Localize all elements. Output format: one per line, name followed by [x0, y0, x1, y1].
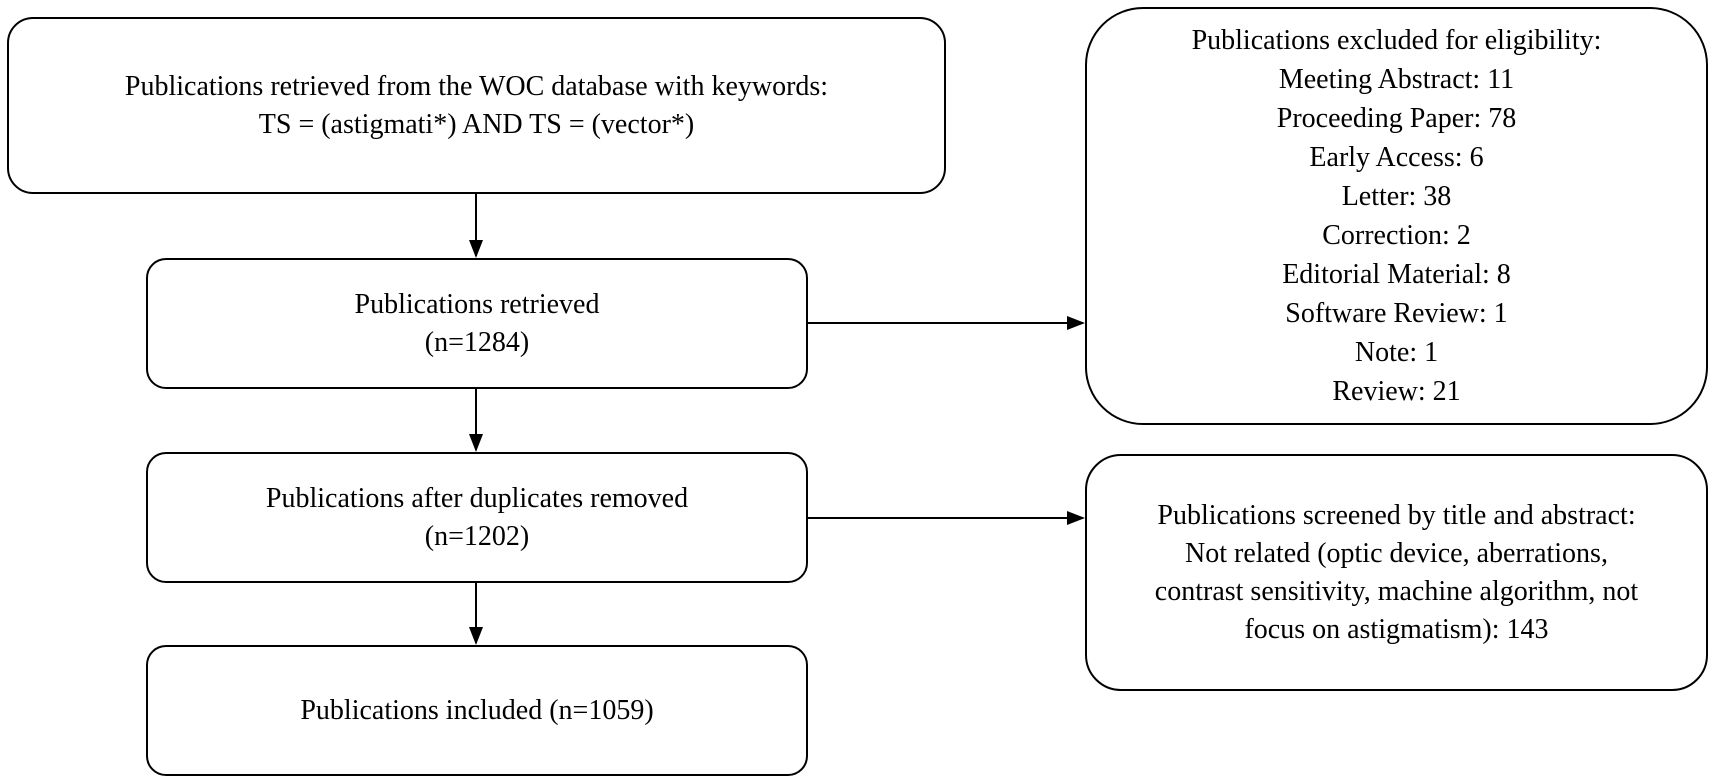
- excluded-box: Publications excluded for eligibility: M…: [1085, 7, 1708, 425]
- retrieved-box: Publications retrieved (n=1284): [146, 258, 808, 389]
- screened-box: Publications screened by title and abstr…: [1085, 454, 1708, 691]
- included-label: Publications included (n=1059): [300, 694, 654, 726]
- screened-line-2: Not related (optic device, aberrations,: [1185, 537, 1608, 569]
- excluded-item: Note: 1: [1354, 337, 1439, 368]
- query-line-1: Publications retrieved from the WOC data…: [124, 70, 829, 102]
- excluded-title: Publications excluded for eligibility:: [1191, 25, 1602, 56]
- excluded-item: Early Access: 6: [1309, 142, 1484, 173]
- retrieved-label: Publications retrieved: [354, 288, 600, 320]
- screened-line-3: contrast sensitivity, machine algorithm,…: [1154, 575, 1639, 607]
- excluded-item: Software Review: 1: [1285, 298, 1508, 329]
- screened-line-1: Publications screened by title and abstr…: [1157, 499, 1636, 531]
- excluded-item: Correction: 2: [1322, 220, 1471, 251]
- retrieved-count: (n=1284): [424, 326, 530, 358]
- excluded-item: Letter: 38: [1341, 181, 1452, 212]
- query-box: Publications retrieved from the WOC data…: [7, 17, 946, 194]
- dedup-label: Publications after duplicates removed: [265, 482, 689, 514]
- included-box: Publications included (n=1059): [146, 645, 808, 776]
- dedup-box: Publications after duplicates removed (n…: [146, 452, 808, 583]
- screened-line-4: focus on astigmatism): 143: [1244, 613, 1549, 645]
- excluded-item: Meeting Abstract: 11: [1278, 64, 1515, 95]
- excluded-item: Review: 21: [1332, 376, 1461, 407]
- excluded-item: Proceeding Paper: 78: [1276, 103, 1517, 134]
- query-line-2: TS = (astigmati*) AND TS = (vector*): [258, 108, 695, 140]
- dedup-count: (n=1202): [424, 520, 530, 552]
- excluded-item: Editorial Material: 8: [1282, 259, 1511, 290]
